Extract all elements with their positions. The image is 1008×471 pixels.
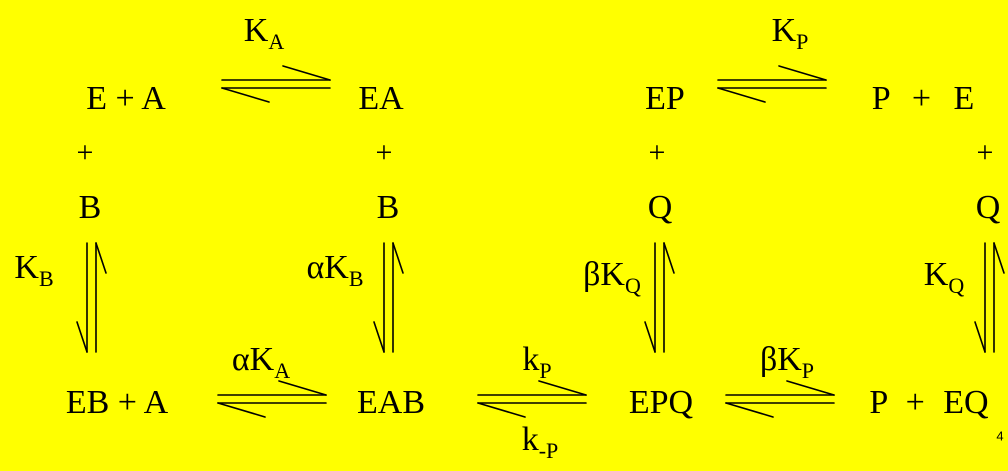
label-beta-kp: βKP xyxy=(759,341,815,383)
label-alpha-kb: αKB xyxy=(306,249,364,291)
species-ea: EA xyxy=(358,80,404,117)
arrow-kq xyxy=(974,242,1005,353)
species-eab: EAB xyxy=(357,384,425,421)
label-kb: KB xyxy=(14,249,54,291)
arrow-kp xyxy=(717,65,827,103)
arrow-alpha-ka xyxy=(217,380,327,418)
species-b: B xyxy=(376,189,400,226)
species-p-plus-eq: P + EQ xyxy=(869,384,989,421)
species-q: Q xyxy=(647,189,673,226)
label-kq: KQ xyxy=(923,256,965,298)
arrow-beta-kp xyxy=(725,380,835,418)
species-p-plus-e: P + E xyxy=(871,80,975,117)
species-epq: EPQ xyxy=(628,384,694,421)
arrow-alpha-kb xyxy=(373,242,404,353)
arrow-kb xyxy=(76,242,107,353)
label-alpha-ka: αKA xyxy=(231,341,291,383)
species-b: B xyxy=(78,189,102,226)
plus-sign: + xyxy=(76,136,94,169)
page-number: 4 xyxy=(996,428,1004,444)
label-k-forward: kP xyxy=(522,341,552,383)
species-e-plus-a: E + A xyxy=(86,80,166,117)
arrow-kp-forward-reverse xyxy=(477,380,587,418)
plus-sign: + xyxy=(648,136,666,169)
arrow-ka xyxy=(221,65,331,103)
label-ka: KA xyxy=(243,12,285,54)
species-ep: EP xyxy=(645,80,685,117)
species-q: Q xyxy=(975,189,1001,226)
label-k-reverse: k-P xyxy=(521,421,559,463)
species-eb-plus-a: EB + A xyxy=(65,384,169,421)
plus-sign: + xyxy=(375,136,393,169)
label-beta-kq: βKQ xyxy=(583,256,641,298)
arrow-beta-kq xyxy=(644,242,675,353)
label-kp: KP xyxy=(771,12,809,54)
plus-sign: + xyxy=(976,136,994,169)
